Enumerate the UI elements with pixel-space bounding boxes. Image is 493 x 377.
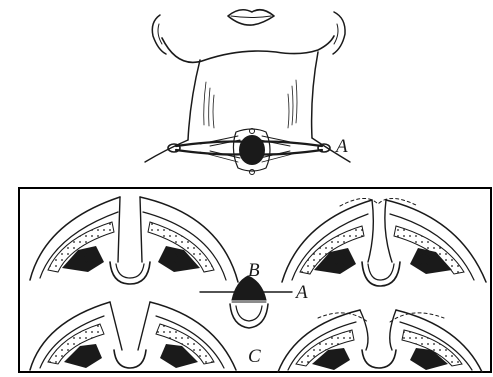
cross-section-b-right [282,198,486,286]
cross-section-c-right [278,310,482,372]
label-center-a: A [294,282,308,303]
center-section-a: A [200,276,308,328]
label-panel-a: A [334,136,348,157]
label-row-c: C [248,346,261,367]
cross-section-c-left [30,302,236,370]
cross-section-b-left [30,197,238,284]
neck-illustration: A [145,10,350,175]
